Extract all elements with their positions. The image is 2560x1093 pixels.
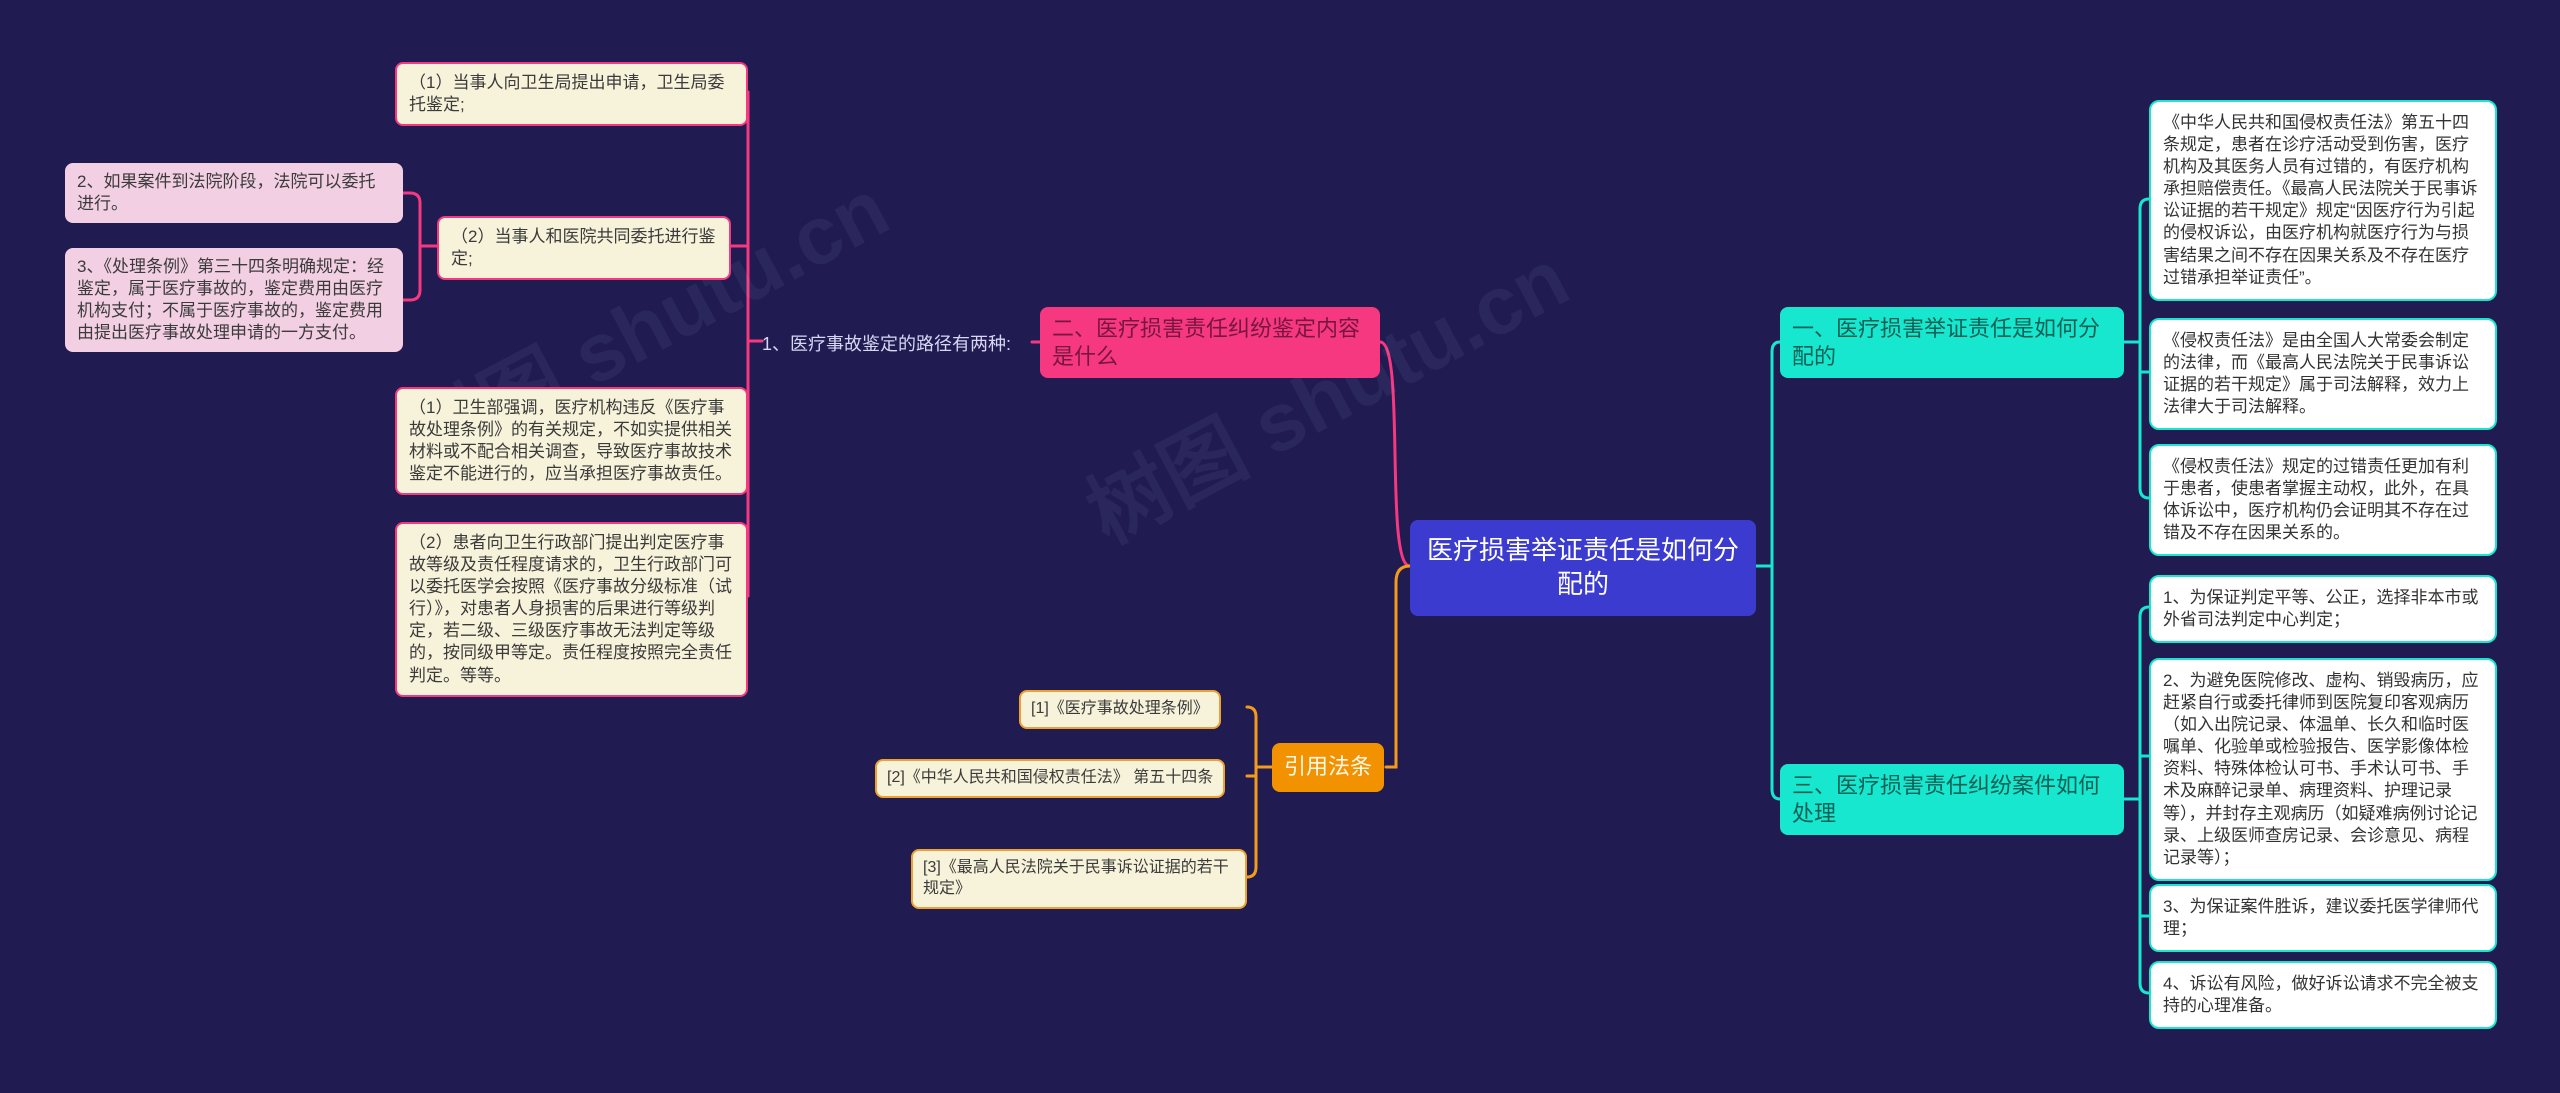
node-section-three-item-3[interactable]: 3、为保证案件胜诉，建议委托医学律师代理；	[2149, 884, 2497, 953]
node-section-three-item-1[interactable]: 1、为保证判定平等、公正，选择非本市或外省司法判定中心判定；	[2149, 575, 2497, 644]
node-section-three-item-4[interactable]: 4、诉讼有风险，做好诉讼请求不完全被支持的心理准备。	[2149, 961, 2497, 1030]
node-path-item-4[interactable]: （2）患者向卫生行政部门提出判定医疗事故等级及责任程度请求的，卫生行政部门可以委…	[395, 522, 748, 697]
node-citations[interactable]: 引用法条	[1272, 743, 1385, 792]
node-citation-3[interactable]: [3]《最高人民法院关于民事诉讼证据的若干规定》	[911, 849, 1247, 909]
node-path-note[interactable]: 1、医疗事故鉴定的路径有两种:	[762, 334, 1012, 354]
node-path-item-3[interactable]: （1）卫生部强调，医疗机构违反《医疗事故处理条例》的有关规定，不如实提供相关材料…	[395, 387, 748, 496]
watermark: 树图 shutu.cn	[1073, 232, 1583, 561]
node-path-item-1[interactable]: （1）当事人向卫生局提出申请，卫生局委托鉴定;	[395, 62, 748, 127]
node-section-one-item-2[interactable]: 《侵权责任法》是由全国人大常委会制定的法律，而《最高人民法院关于民事诉讼证据的若…	[2149, 318, 2497, 431]
node-section-one-item-3[interactable]: 《侵权责任法》规定的过错责任更加有利于患者，使患者掌握主动权，此外，在具体诉讼中…	[2149, 444, 2497, 557]
node-court-item-1[interactable]: 2、如果案件到法院阶段，法院可以委托进行。	[65, 163, 403, 224]
node-section-three[interactable]: 三、医疗损害责任纠纷案件如何处理	[1780, 764, 2124, 835]
node-citation-2[interactable]: [2]《中华人民共和国侵权责任法》 第五十四条	[875, 759, 1226, 798]
node-citation-1[interactable]: [1]《医疗事故处理条例》	[1019, 690, 1221, 729]
node-section-one-item-1[interactable]: 《中华人民共和国侵权责任法》第五十四条规定，患者在诊疗活动受到伤害，医疗机构及其…	[2149, 100, 2497, 301]
node-section-one[interactable]: 一、医疗损害举证责任是如何分配的	[1780, 307, 2124, 378]
node-section-two[interactable]: 二、医疗损害责任纠纷鉴定内容是什么	[1040, 307, 1380, 378]
node-path-item-2[interactable]: （2）当事人和医院共同委托进行鉴定;	[437, 216, 731, 281]
node-section-three-item-2[interactable]: 2、为避免医院修改、虚构、销毁病历，应赶紧自行或委托律师到医院复印客观病历（如入…	[2149, 658, 2497, 881]
node-court-item-2[interactable]: 3、《处理条例》第三十四条明确规定：经鉴定，属于医疗事故的，鉴定费用由医疗机构支…	[65, 248, 403, 353]
node-central-topic[interactable]: 医疗损害举证责任是如何分配的	[1410, 520, 1756, 616]
